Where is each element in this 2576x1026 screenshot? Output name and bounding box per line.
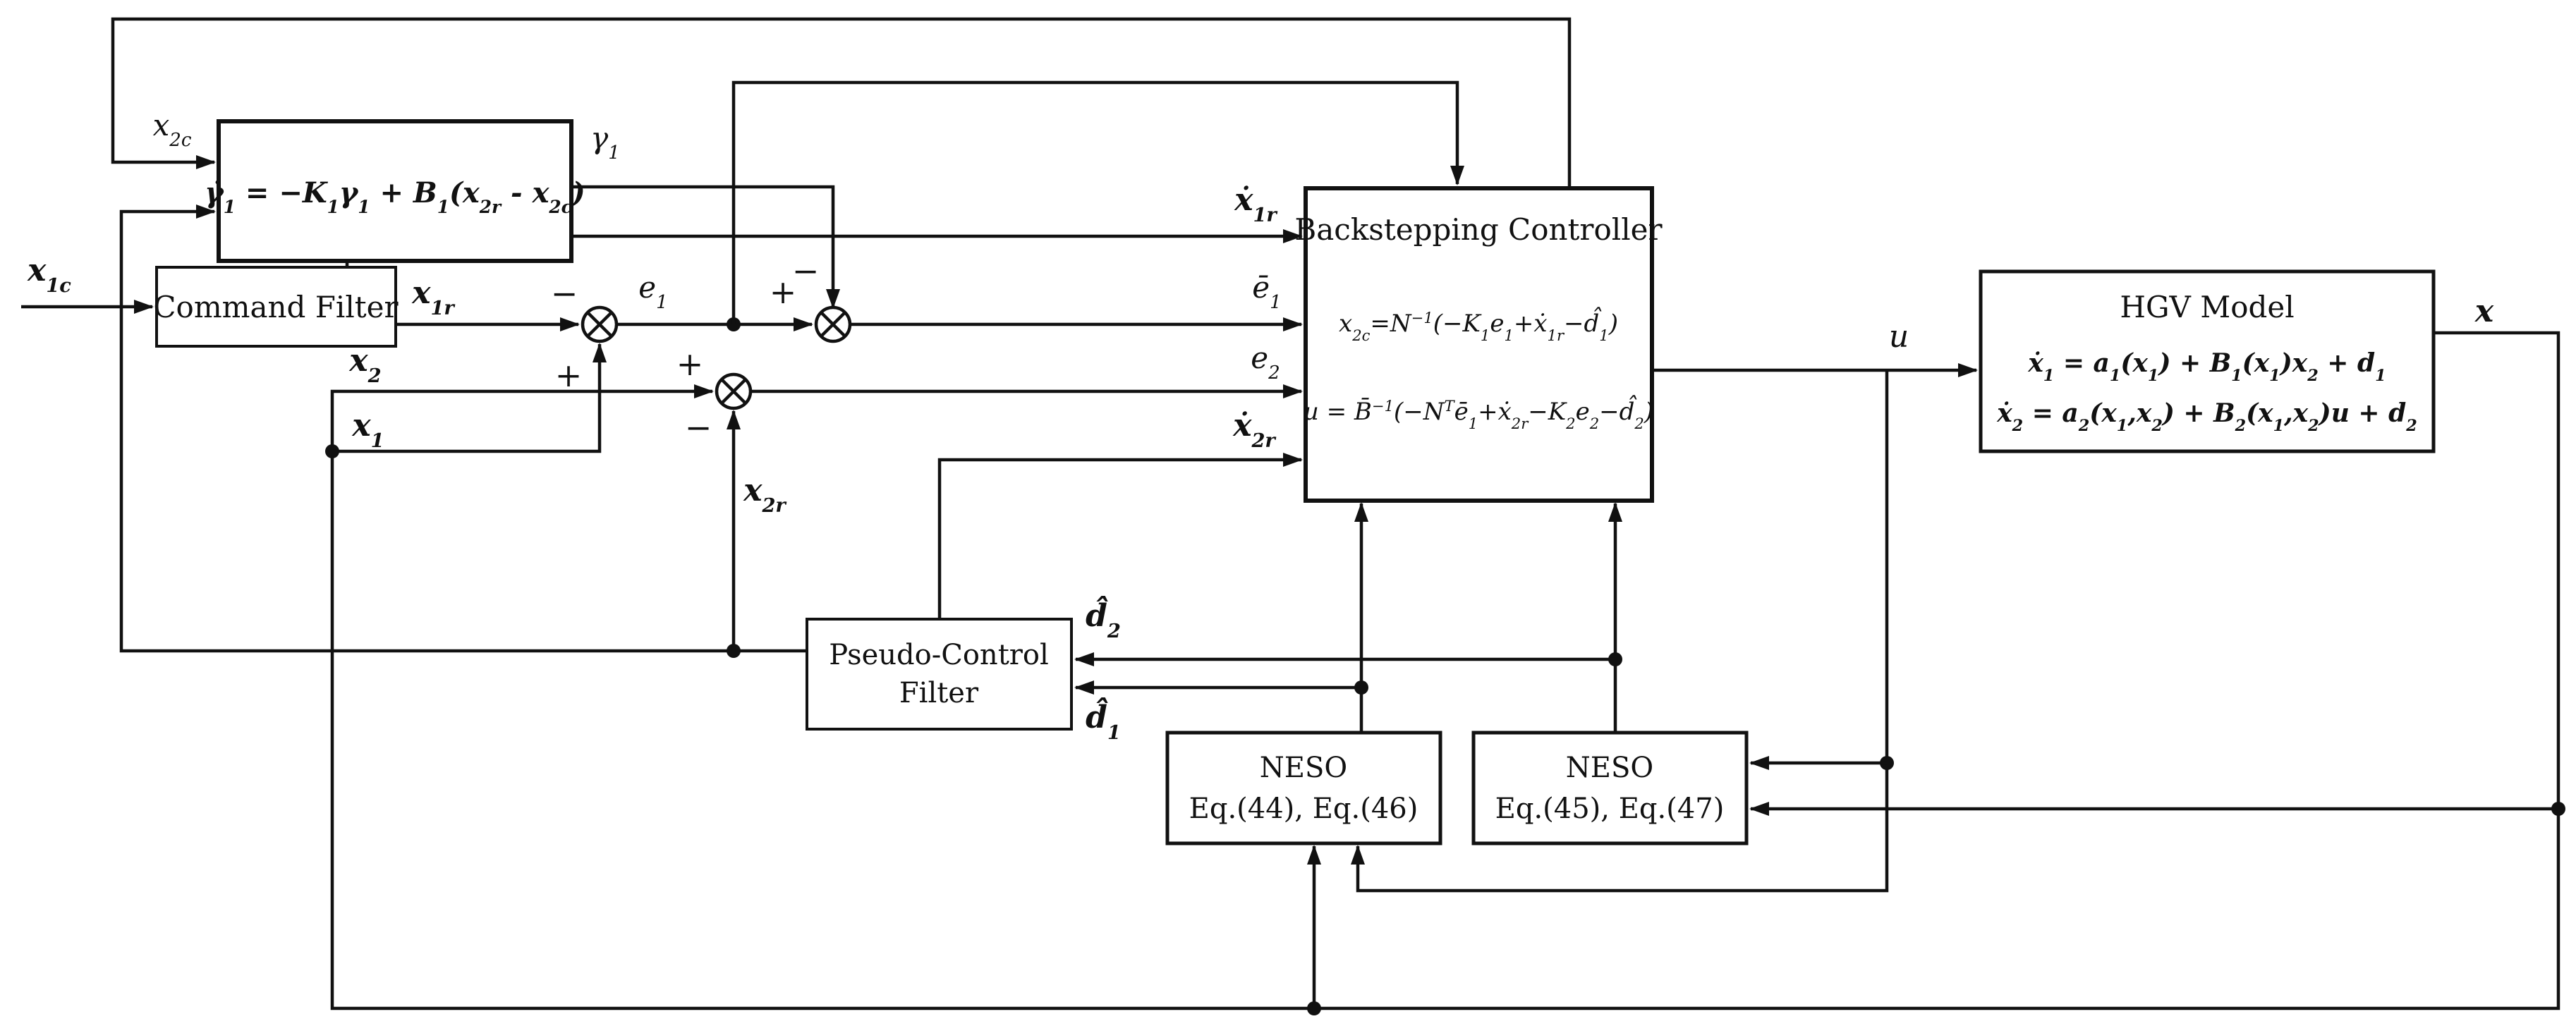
neso-1-block-text-1: NESO	[1260, 752, 1347, 784]
sum-junction-1-cross-b	[586, 311, 613, 338]
backstepping-controller-block: Backstepping Controller x2c=N−1(−K1e1+ẋ1r…	[1294, 186, 1663, 503]
command-filter-block-frame	[155, 266, 397, 348]
sign-minus-sum1: −	[551, 274, 578, 312]
label-d1hat: d̂1	[1086, 696, 1121, 744]
pseudo-control-filter-block-text-2: Filter	[899, 677, 979, 709]
label-ebar1: ē1	[1252, 270, 1281, 313]
label-x2r: x2r	[743, 472, 787, 517]
label-x1r: x1r	[411, 275, 456, 319]
wire-x2r-feedback	[119, 204, 807, 653]
label-x2: x2	[348, 343, 381, 387]
pseudo-control-filter-block-frame	[806, 618, 1073, 731]
sign-minus-sum3: −	[685, 408, 712, 446]
gamma-filter-block-text-1: γ̇1 = −K1γ1 + B1(x2r - x2c)	[205, 176, 585, 217]
neso-1-block-frame	[1165, 731, 1442, 845]
wire-x1-branch	[332, 343, 607, 453]
neso-2-block-text-2: Eq.(45), Eq.(47)	[1495, 793, 1725, 825]
label-xdot2r: ẋ2r	[1232, 408, 1277, 452]
hgv-model-block-text-2: ẋ1 = a1(x1) + B1(x1)x2 + d1	[2027, 348, 2386, 385]
label-d2hat: d̂2	[1086, 594, 1121, 642]
label-e1: e1	[638, 270, 667, 313]
neso-2-block-text-1: NESO	[1566, 752, 1653, 784]
backstepping-controller-block-text-3: u = B̄−1(−NTē1+ẋ2r−K2e2−d̂2)	[1304, 396, 1653, 432]
sum-junction-3-cross-b	[720, 378, 747, 405]
hgv-model-block-frame	[1979, 269, 2436, 453]
sign-plus-sum3: +	[676, 345, 704, 383]
command-filter-block: Command Filter	[153, 266, 399, 348]
sign-plus-sum1: +	[555, 356, 583, 394]
label-x-output: x	[2474, 293, 2494, 329]
sum-junction-1	[581, 305, 619, 343]
wire-x-feedback	[330, 331, 2560, 1010]
label-gamma1: γ1	[590, 121, 620, 164]
wire-u-feedback	[1351, 370, 1889, 893]
backstepping-controller-block-text-1: Backstepping Controller	[1294, 212, 1663, 247]
hgv-model-block-text-3: ẋ2 = a2(x1,x2) + B2(x1,x2)u + d2	[1996, 398, 2417, 435]
command-filter-block-text-1: Command Filter	[153, 290, 399, 324]
sum-junction-2-cross-b	[820, 311, 846, 338]
gamma-filter-block: γ̇1 = −K1γ1 + B1(x2r - x2c)	[205, 119, 585, 263]
gamma-filter-block-frame	[217, 119, 573, 263]
neso-1-block: NESO Eq.(44), Eq.(46)	[1165, 731, 1442, 845]
label-e2: e2	[1251, 341, 1280, 384]
label-x1c: x1c	[27, 252, 71, 297]
neso-2-block-frame	[1471, 731, 1749, 845]
hgv-model-block: HGV Model ẋ1 = a1(x1) + B1(x1)x2 + d1 ẋ2 =…	[1979, 269, 2436, 453]
neso-1-block-text-2: Eq.(44), Eq.(46)	[1189, 793, 1418, 825]
neso-2-block: NESO Eq.(45), Eq.(47)	[1471, 731, 1749, 845]
sign-minus-sum2: −	[792, 252, 820, 290]
wire-xdot2r	[937, 453, 1303, 619]
pseudo-control-filter-block-text-1: Pseudo-Control	[829, 639, 1049, 671]
backstepping-controller-block-frame	[1304, 186, 1654, 503]
label-x2c: x2c	[153, 108, 192, 151]
label-xdot1r: ẋ1r	[1234, 182, 1278, 226]
wire-e1-top-loop	[731, 80, 1464, 324]
sum-junction-2	[814, 305, 852, 343]
hgv-model-block-text-1: HGV Model	[2120, 290, 2294, 324]
label-u: u	[1889, 319, 1909, 355]
backstepping-controller-block-text-2: x2c=N−1(−K1e1+ẋ1r−d̂1)	[1339, 307, 1618, 344]
sign-plus-sum2: +	[770, 273, 797, 311]
label-x1: x1	[351, 408, 384, 452]
sum-junction-3	[715, 372, 753, 410]
wire-x2c-feedback	[111, 17, 1572, 188]
wire-gamma1	[571, 185, 840, 309]
